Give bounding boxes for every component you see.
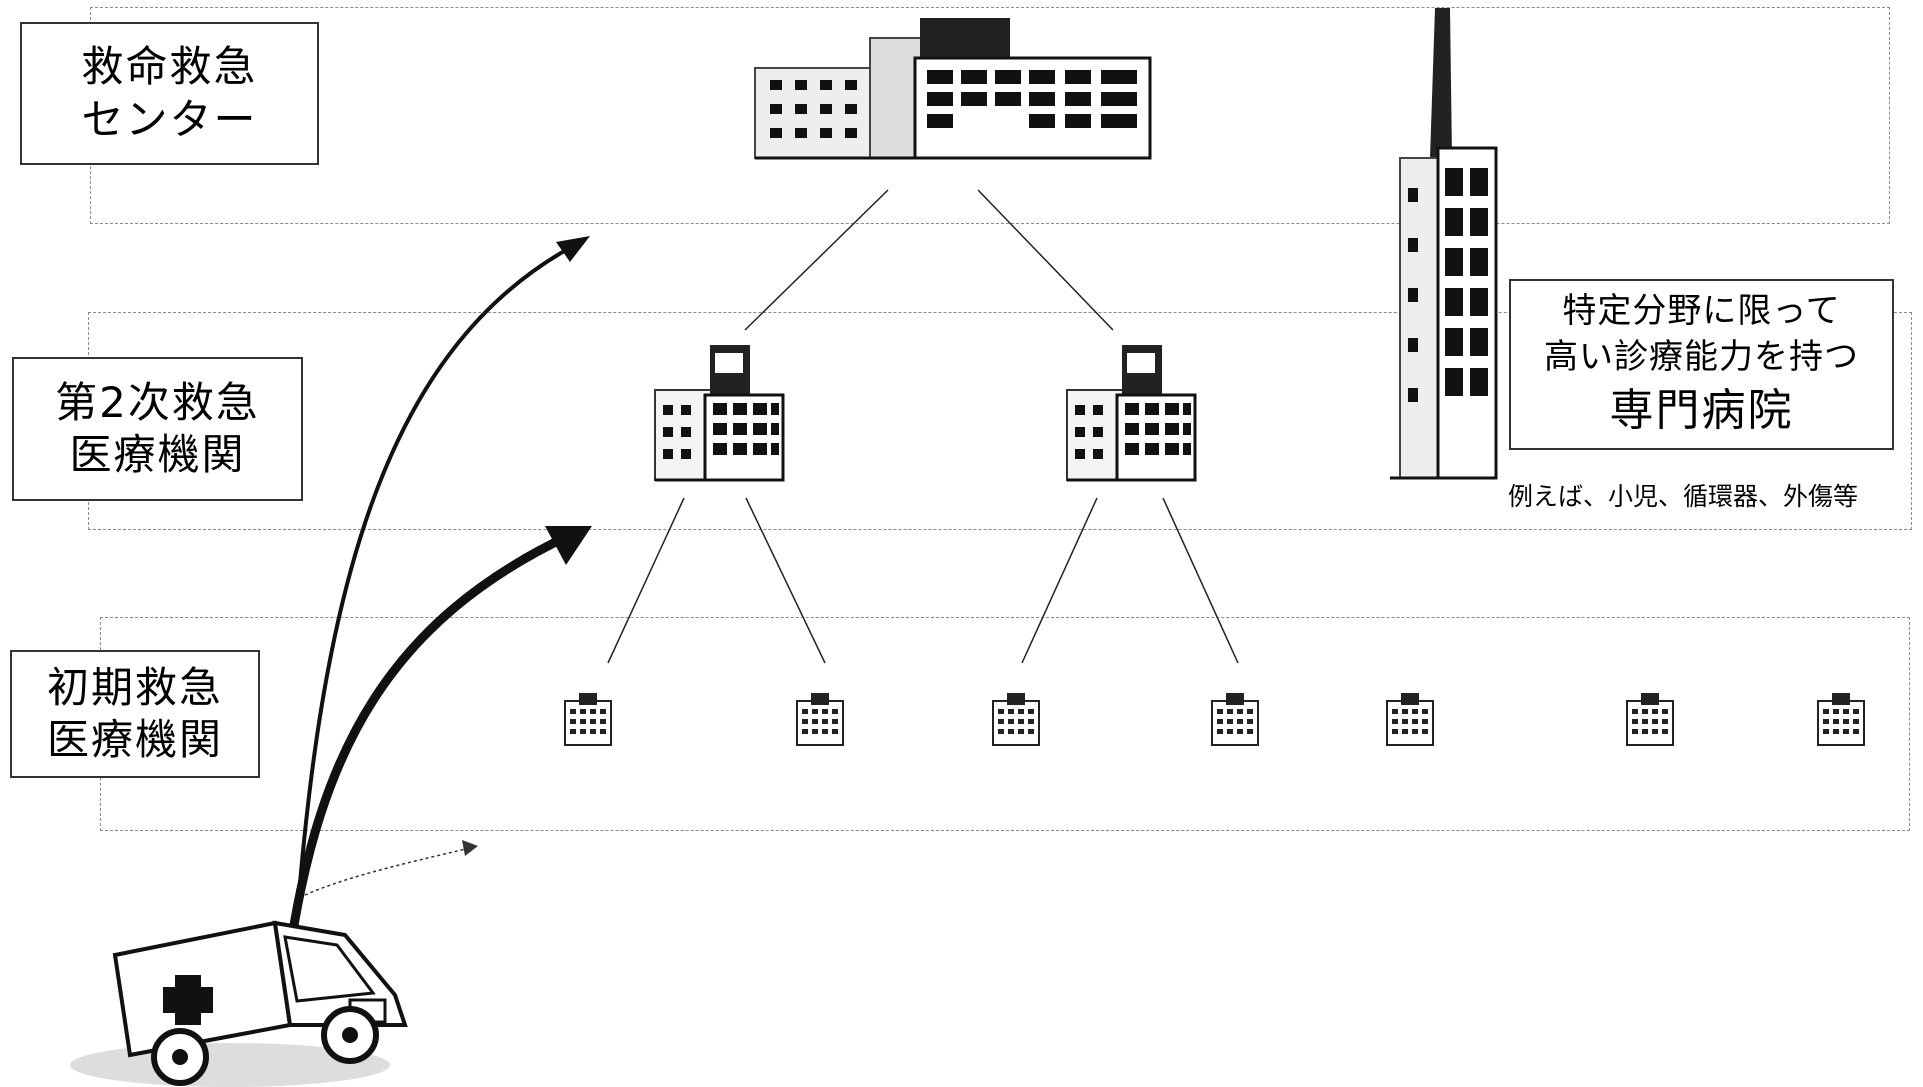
- secondary-hospital-icon: [653, 343, 785, 482]
- arrow-head-icon: [462, 840, 478, 856]
- primary-clinic-icon: [796, 692, 844, 746]
- primary-clinic-icon: [1386, 692, 1434, 746]
- secondary-tier-label: 第2次救急 医療機関: [12, 357, 303, 501]
- secondary-label-line1: 第2次救急: [55, 377, 260, 427]
- specialty-hospital-label: 特定分野に限って 高い診療能力を持つ 専門病院: [1509, 279, 1894, 450]
- connector-line: [977, 189, 1114, 331]
- curved-arrow-to-secondary: [285, 530, 572, 951]
- specialty-line2: 高い診療能力を持つ: [1544, 336, 1859, 377]
- primary-clinic-icon: [1211, 692, 1259, 746]
- connector-line: [1021, 497, 1098, 664]
- specialty-examples: 例えば、小児、循環器、外傷等: [1508, 482, 1859, 511]
- specialty-line1: 特定分野に限って: [1562, 290, 1841, 331]
- connector-line: [744, 189, 889, 331]
- connector-line: [1162, 497, 1239, 664]
- tertiary-tier-label: 救命救急 センター: [20, 22, 319, 165]
- arrow-head-icon: [545, 526, 592, 565]
- primary-clinic-icon: [564, 692, 612, 746]
- ambulance-icon: [70, 920, 408, 1087]
- secondary-label-line2: 医療機関: [69, 430, 246, 479]
- primary-label-line2: 医療機関: [46, 715, 223, 764]
- primary-clinic-icon: [1817, 692, 1865, 746]
- curved-arrow-to-primary: [304, 847, 471, 896]
- connector-line: [607, 497, 685, 664]
- primary-label-line1: 初期救急: [46, 662, 223, 712]
- specialty-line3: 専門病院: [1609, 384, 1794, 436]
- primary-clinic-icon: [992, 692, 1040, 746]
- tertiary-label-line2: センター: [81, 94, 258, 144]
- tertiary-center-building-icon: [754, 18, 1152, 160]
- arrow-head-icon: [556, 236, 590, 262]
- primary-clinic-icon: [1626, 692, 1674, 746]
- curved-arrow-to-tertiary: [293, 243, 576, 946]
- primary-tier-label: 初期救急 医療機関: [10, 650, 260, 778]
- tertiary-label-line1: 救命救急: [81, 42, 258, 91]
- connector-line: [745, 497, 826, 664]
- secondary-hospital-icon: [1065, 343, 1197, 482]
- specialty-hospital-tower-icon: [1390, 8, 1498, 480]
